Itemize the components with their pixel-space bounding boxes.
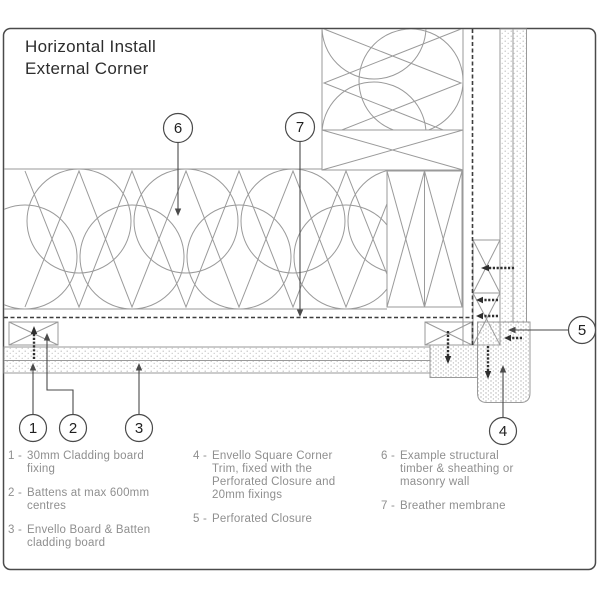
corner-trim-block: [477, 321, 531, 403]
callout-arrow: [499, 365, 507, 373]
legend-item-line: Example structural: [400, 450, 499, 462]
legend-item-line: Envello Board & Batten: [27, 524, 151, 536]
legend-item-line: Trim, fixed with the: [212, 463, 313, 475]
legend-item-line: cladding board: [27, 537, 106, 549]
legend-item-number: 4 -: [193, 450, 208, 462]
callout-arrow: [174, 208, 182, 216]
legend-item-line: Envello Square Corner: [212, 450, 333, 462]
callout-number-7: 7: [296, 119, 304, 136]
screw-fastener: [476, 312, 498, 320]
screw-fastener: [504, 334, 522, 342]
batten-horizontal-right: [424, 321, 473, 346]
legend-item-number: 2 -: [8, 487, 23, 499]
legend-item-line: 30mm Cladding board: [27, 450, 144, 462]
callout-arrow: [508, 326, 516, 334]
screw-fastener: [484, 346, 492, 379]
callout-number-2: 2: [69, 420, 77, 437]
legend-item-line: Battens at max 600mm: [27, 487, 150, 499]
screw-fastener: [476, 296, 498, 304]
callout-arrow: [296, 309, 304, 317]
callout-number-5: 5: [578, 322, 586, 339]
callout-arrows: [29, 208, 516, 373]
callout-circle-7: [284, 111, 316, 143]
legend-item-line: 20mm fixings: [212, 489, 283, 501]
legend-item-line: timber & sheathing or: [400, 463, 514, 475]
legend-item-number: 6 -: [381, 450, 396, 462]
legend-item-line: Breather membrane: [400, 500, 506, 512]
insulation-batt-horizontal: [4, 169, 387, 309]
callout-number-1: 1: [29, 420, 37, 437]
callout-arrow: [43, 333, 51, 341]
callout-circle-4: [488, 416, 518, 446]
callout-leader: [46, 340, 74, 415]
screw-fastener: [444, 331, 452, 364]
screw-fastener: [481, 264, 514, 272]
callout-number-4: 4: [499, 423, 507, 440]
screw-fastener: [30, 326, 38, 359]
callout-arrow: [29, 363, 37, 371]
corner-trim-leg: [429, 344, 478, 378]
page-title: Horizontal Install External Corner: [25, 36, 156, 79]
legend-item-number: 1 -: [8, 450, 23, 462]
legend-item: 5 - Perforated Closure: [193, 513, 368, 526]
callout-circle-5: [567, 315, 597, 345]
legend-item-line: Perforated Closure: [212, 513, 313, 525]
legend-item-number: 5 -: [193, 513, 208, 525]
callout-circle-3: [124, 413, 154, 443]
callout-circle-6: [162, 112, 194, 144]
legend-item-number: 3 -: [8, 524, 23, 536]
legend-item-number: 7 -: [381, 500, 396, 512]
card-border: [2, 27, 597, 571]
legend-item-line: Perforated Closure and: [212, 476, 336, 488]
screw-fasteners: [30, 264, 522, 379]
callout-circle-2: [58, 413, 88, 443]
timber-nogging: [321, 129, 464, 171]
legend-item: 7 - Breather membrane: [381, 500, 553, 513]
callout-leaders: [32, 141, 569, 418]
legend-item-line: fixing: [27, 463, 56, 475]
cladding: [3, 28, 531, 403]
legend-item-text: Perforated Closure: [212, 513, 312, 526]
insulation-batt-vertical: [322, 29, 463, 130]
timber-post: [386, 170, 463, 308]
title-line-2: External Corner: [25, 58, 149, 78]
legend-item-line: centres: [27, 500, 67, 512]
callout-circle-1: [18, 413, 48, 443]
callout-number-6: 6: [174, 120, 182, 137]
title-line-1: Horizontal Install: [25, 37, 157, 56]
legend-item-line: masonry wall: [400, 476, 470, 488]
callout-number-3: 3: [135, 420, 143, 437]
legend-item-text: Breather membrane: [400, 500, 506, 513]
callout-arrow: [135, 363, 143, 371]
